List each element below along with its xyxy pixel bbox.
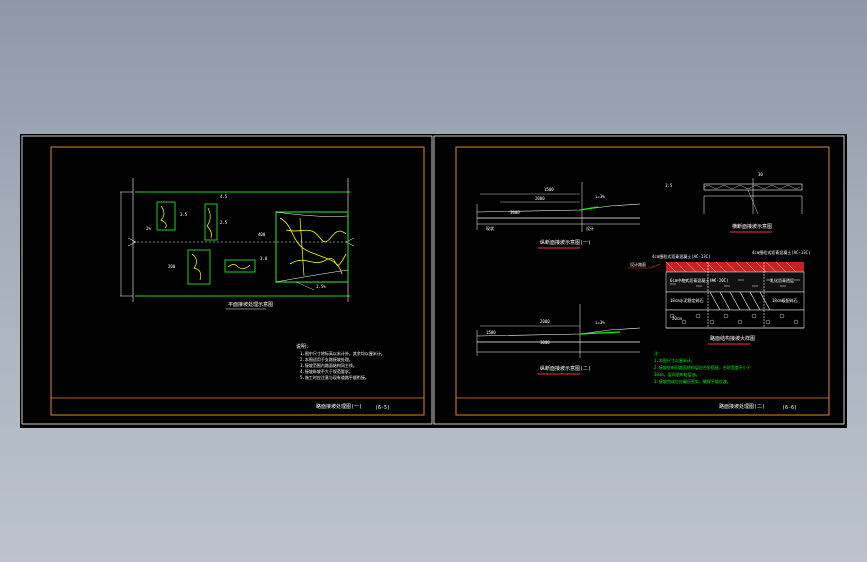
- structure-surface-hatch: [665, 261, 797, 273]
- plan-junction-area[interactable]: [275, 211, 349, 283]
- sheet-right[interactable]: 路面接坡处理图(二) (6-6) 1500 2000 i=3% 3000 现状 …: [433, 135, 845, 425]
- plan-dim-label: 2%: [146, 226, 151, 231]
- cad-viewport[interactable]: 路面接坡处理图(一) (6-5): [20, 134, 847, 428]
- section-a-title: 纵断面接坡示意图(一): [540, 239, 591, 246]
- structure-layer-label: 18cm水泥稳定碎石: [670, 297, 704, 303]
- section-a-dim-label: 现状: [486, 225, 494, 231]
- plan-inlet-box-4[interactable]: [224, 259, 256, 273]
- plan-break-left: [127, 237, 137, 247]
- plan-junction-crack-2: [285, 229, 347, 243]
- plan-dim-label: 3.5: [180, 212, 188, 217]
- section-b-profile: [476, 327, 641, 337]
- section-a-dim-label: i=3%: [595, 194, 605, 199]
- structure-layer-label: 6cm中粒式沥青混凝土(AC-20C): [670, 277, 729, 283]
- sheet-left[interactable]: 路面接坡处理图(一) (6-5): [21, 135, 433, 425]
- note-line: 5.施工时应注意与现有道路平顺衔接。: [300, 374, 369, 380]
- sheet-right-drawing-title: 路面接坡处理图(二): [719, 403, 765, 410]
- plan-inlet-crack-2: [206, 207, 212, 239]
- plan-view-title: 平面接坡处理示意图: [228, 301, 273, 308]
- structure-binder-hatch: [670, 279, 800, 287]
- plan-dim-label: 3.0: [260, 256, 268, 261]
- note-line: 4.接坡纵坡不大于规范要求。: [300, 368, 353, 374]
- structure-layer-label: 4cm细粒式沥青混凝土(AC-13C): [652, 253, 711, 259]
- section-b-dim-label: i=3%: [595, 320, 605, 325]
- section-a[interactable]: 1500 2000 i=3% 3000 现状 设计 纵断面接坡示意图(一): [476, 182, 641, 249]
- structure-subbase-hatch: [669, 313, 799, 325]
- cad-drawing-canvas[interactable]: 路面接坡处理图(一) (6-5): [20, 134, 847, 428]
- note-line: 2.接坡处新旧路面结构层应台阶搭接，台阶宽度不小于: [654, 364, 751, 370]
- section-c-dim-label: 1:5: [665, 183, 673, 188]
- section-a-transition: [579, 206, 599, 211]
- section-a-dim-label: 1500: [544, 187, 554, 192]
- section-a-dim-label: 3000: [510, 210, 520, 215]
- structure-subbase-layer: [665, 309, 805, 329]
- plan-inlet-crack-4: [227, 264, 251, 269]
- structure-layer-label: 4cm细粒式沥青混凝土(AC-13C): [752, 249, 811, 255]
- structure-base-hatch: [709, 291, 771, 311]
- plan-junction-curb: [275, 211, 349, 217]
- note-line: 1.本图尺寸以厘米计。: [654, 357, 695, 363]
- plan-junction-crack-4: [299, 217, 305, 277]
- sheet-left-frame: [50, 146, 425, 416]
- sheet-right-paper-border: [433, 135, 845, 425]
- plan-dim-label: 200: [168, 264, 176, 269]
- plan-junction-curb: [275, 269, 349, 283]
- plan-inlet-crack-1: [160, 205, 167, 229]
- section-b-title: 纵断面接坡示意图(二): [540, 365, 591, 372]
- section-a-dim-label: 2000: [535, 196, 545, 201]
- plan-break-right: [345, 237, 355, 247]
- structure-title: 路面结构接坡大样图: [710, 335, 755, 342]
- note-line: 1.图中尺寸除标高以米计外，其余均以厘米计。: [300, 350, 385, 356]
- sheet-left-drawing-title: 路面接坡处理图(一): [316, 403, 362, 410]
- notes-heading: 说明：: [296, 343, 311, 350]
- plan-leader-line: [295, 281, 315, 291]
- note-line: 3.接坡完成后应碾压密实，确保平顺过渡。: [654, 378, 731, 384]
- section-b-transition: [579, 331, 621, 335]
- section-c-slope: [747, 189, 759, 215]
- sheet-left-notes: 说明： 1.图中尺寸除标高以米计外，其余均以厘米计。 2.本图适用于支路接坡处理…: [296, 343, 385, 380]
- structure-detail[interactable]: 设计路面 4cm细粒式沥青混凝土(AC-13C) 4cm细粒式沥青混凝土(AC-…: [628, 249, 811, 345]
- plan-inlet-box-2[interactable]: [204, 203, 218, 241]
- note-line: 30cm，层间洒布粘层油。: [654, 371, 700, 377]
- plan-view[interactable]: 2% 3.5 4.5 2.5 200 3.0 400 1.5% 平面接坡处理示意…: [120, 178, 355, 310]
- section-a-dim-label: 设计: [586, 225, 594, 231]
- structure-layer-label: 18cm级配碎石: [772, 297, 798, 303]
- section-b-dim-label: 3000: [540, 340, 550, 345]
- section-a-profile: [476, 203, 641, 213]
- plan-dim-label: 2.5: [220, 220, 228, 225]
- sheet-right-notes: 注： 1.本图尺寸以厘米计。 2.接坡处新旧路面结构层应台阶搭接，台阶宽度不小于…: [654, 350, 751, 384]
- sheet-left-sheet-no: (6-5): [375, 405, 390, 411]
- plan-inlet-box-1[interactable]: [156, 201, 176, 231]
- sheet-right-frame: [455, 146, 830, 416]
- notes-heading: 注：: [654, 350, 662, 356]
- plan-inlet-box-3[interactable]: [187, 249, 211, 285]
- structure-leader-red: [628, 263, 661, 269]
- plan-dim-label: 4.5: [220, 194, 228, 199]
- sheet-right-sheet-no: (6-6): [782, 405, 797, 411]
- structure-layer-label: 20cm: [672, 316, 682, 321]
- plan-junction-crack-3: [289, 253, 347, 266]
- structure-surface-layer: [666, 262, 804, 272]
- note-line: 3.接坡范围内路面结构同主线。: [300, 362, 357, 368]
- section-c-hatch: [703, 185, 801, 189]
- structure-top-label: 设计路面: [630, 261, 646, 267]
- plan-inlet-crack-3: [191, 253, 202, 281]
- plan-junction-crack-1: [279, 217, 343, 275]
- note-line: 2.本图适用于支路接坡处理。: [300, 356, 353, 362]
- section-b-dim-label: 1500: [486, 330, 496, 335]
- plan-dim-label: 1.5%: [316, 284, 326, 289]
- sheet-left-paper-border: [21, 135, 433, 425]
- section-c-dim-label: 30: [758, 172, 763, 177]
- section-b-dim-label: 2000: [540, 319, 550, 324]
- structure-layer-label: 乳化沥青透层: [770, 277, 794, 283]
- section-c[interactable]: 1:5 30 横断面接坡示意图: [665, 172, 803, 233]
- section-b[interactable]: 2000 i=3% 1500 3000 纵断面接坡示意图(二): [476, 304, 641, 375]
- section-c-title: 横断面接坡示意图: [732, 223, 772, 230]
- plan-dim-label: 400: [258, 232, 266, 237]
